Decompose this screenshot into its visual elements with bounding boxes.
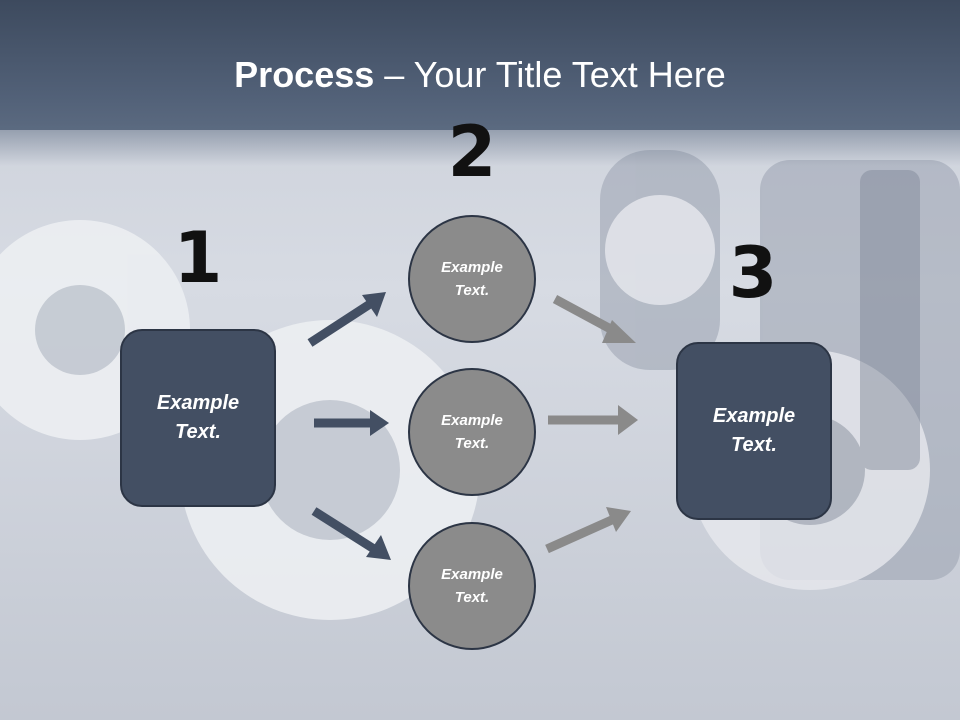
arrow-2b-to-3 (548, 405, 638, 435)
step-2-circle-bottom-text: Example Text. (441, 566, 503, 606)
step-3-text: Example Text. (712, 405, 796, 456)
step-2-circle-top[interactable]: Example Text. (408, 215, 536, 343)
step-2-circle-bottom[interactable]: Example Text. (408, 522, 536, 650)
step-2-circle-middle[interactable]: Example Text. (408, 368, 536, 496)
step-3-box[interactable]: Example Text. (676, 342, 832, 520)
arrow-1-to-2a (307, 292, 386, 347)
step-number-2: 2 (447, 111, 497, 193)
step-number-3: 3 (728, 232, 778, 314)
arrow-1-to-2c (311, 507, 391, 560)
step-2-circle-top-text: Example Text. (441, 259, 503, 299)
step-1-text: Example Text. (156, 392, 240, 443)
step-1-box[interactable]: Example Text. (120, 329, 276, 507)
arrow-2c-to-3 (545, 507, 631, 554)
arrow-1-to-2b (314, 410, 389, 436)
title-bold: Process (234, 54, 375, 95)
title-bar (0, 0, 960, 130)
title-rest: – Your Title Text Here (374, 54, 726, 95)
step-2-circle-middle-text: Example Text. (441, 412, 503, 452)
arrow-2a-to-3 (552, 295, 636, 343)
slide-title: Process – Your Title Text Here (0, 52, 960, 98)
title-bar-fade (0, 126, 960, 166)
step-number-1: 1 (173, 217, 223, 299)
